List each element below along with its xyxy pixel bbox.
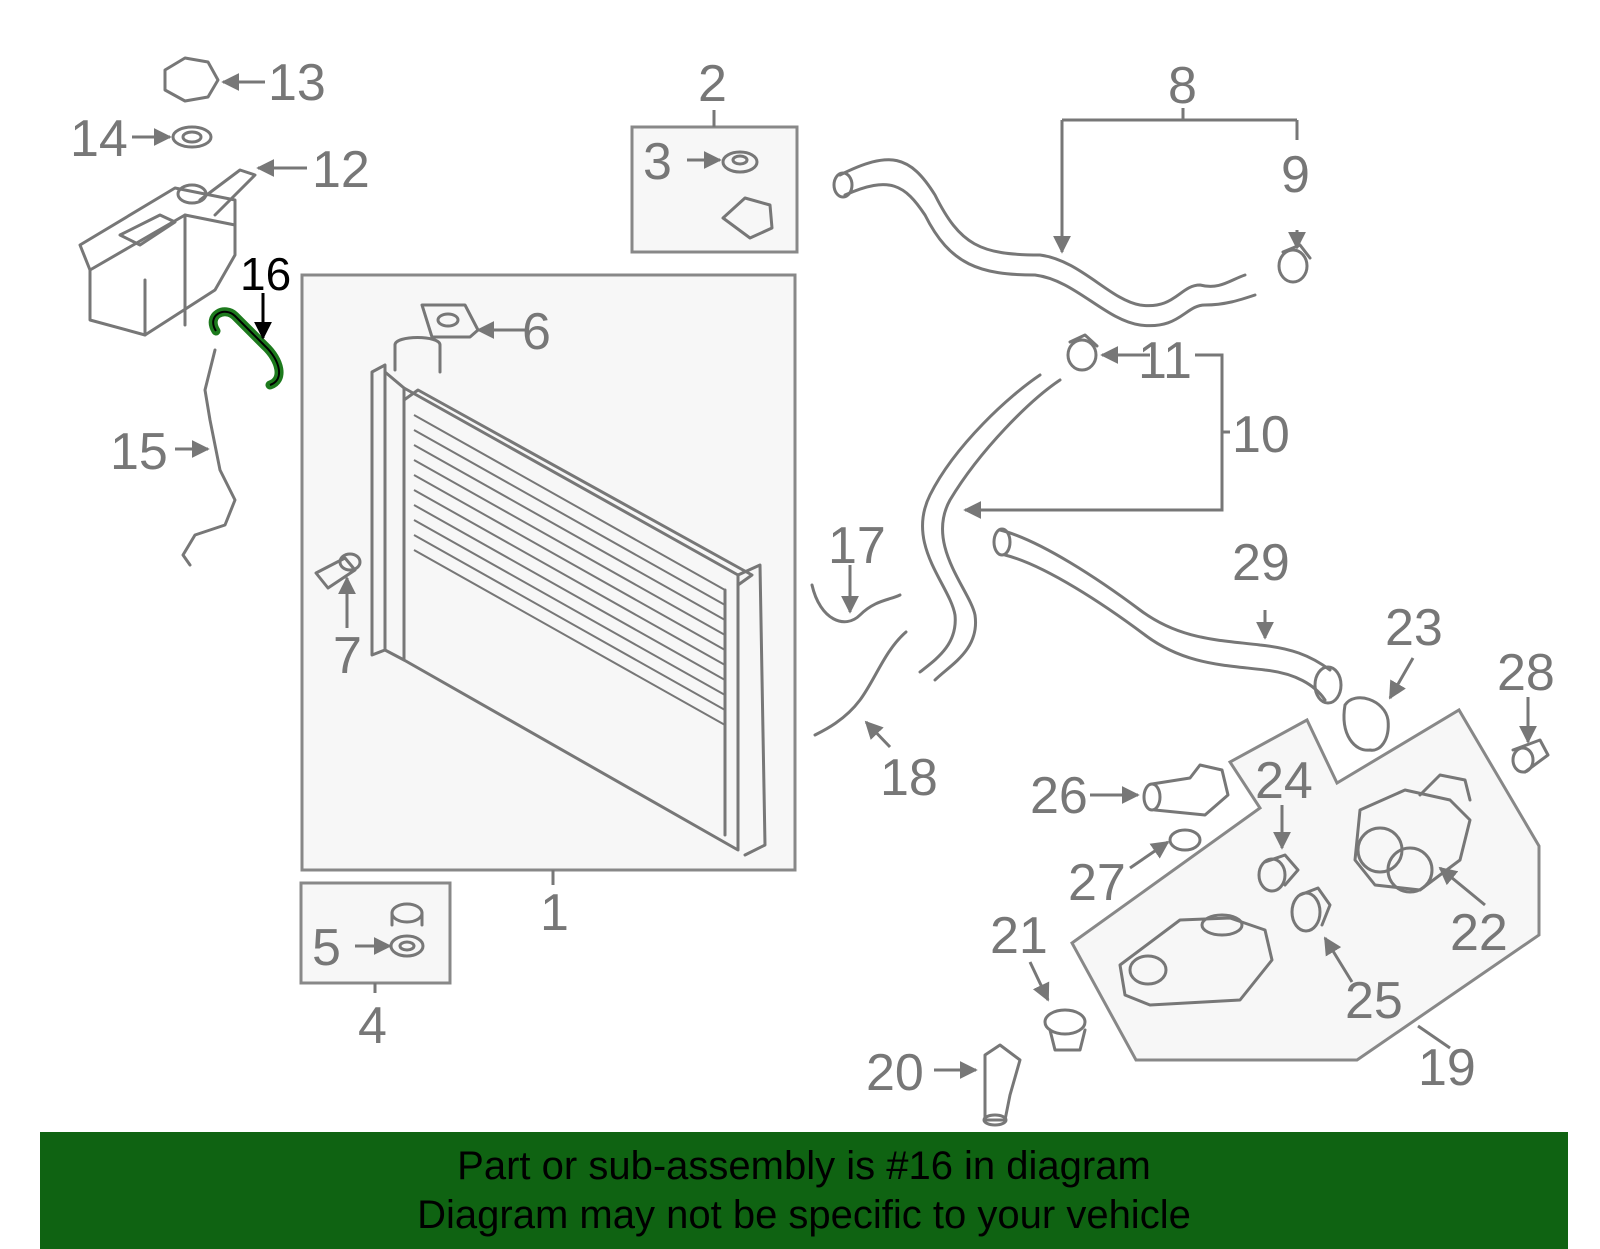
thermostat-housing-box-19 <box>1070 707 1541 1062</box>
label-16: 16 <box>240 248 291 300</box>
radiator <box>370 336 767 857</box>
lower-hose-10 <box>933 378 1062 682</box>
label-11: 11 <box>1138 332 1192 390</box>
seal-25 <box>1290 886 1332 933</box>
thermostat-21 <box>1043 1008 1087 1052</box>
bracket-box-2 <box>630 125 799 254</box>
gasket-23 <box>1342 696 1390 752</box>
hose-clamp-11 <box>1066 333 1099 372</box>
bushing-3 <box>721 150 759 174</box>
water-inlet-20 <box>982 1043 1022 1127</box>
heater-hose-18 <box>813 630 908 737</box>
water-pipe-29 <box>998 528 1332 672</box>
label-10: 10 <box>1232 406 1290 464</box>
label-12: 12 <box>312 141 370 199</box>
label-24: 24 <box>1255 752 1313 810</box>
label-6: 6 <box>522 303 551 361</box>
label-14: 14 <box>70 110 128 168</box>
label-23: 23 <box>1385 599 1443 657</box>
label-20: 20 <box>866 1044 924 1102</box>
label-27: 27 <box>1068 854 1126 912</box>
label-4: 4 <box>358 997 387 1055</box>
cap-washer <box>171 125 213 149</box>
temperature-sensor-28 <box>1511 738 1550 774</box>
upper-bracket <box>721 196 774 240</box>
label-18: 18 <box>880 749 938 807</box>
info-banner: Part or sub-assembly is #16 in diagram D… <box>40 1132 1568 1249</box>
label-8: 8 <box>1168 57 1197 115</box>
overflow-hose-16 <box>208 307 284 390</box>
label-2: 2 <box>698 55 727 113</box>
label-25: 25 <box>1345 972 1403 1030</box>
label-1: 1 <box>540 884 569 942</box>
water-outlet-26 <box>1142 763 1230 817</box>
coolant-reservoir <box>78 168 257 337</box>
gasket-6 <box>420 303 480 339</box>
leader-lines <box>132 73 1537 1079</box>
reservoir-cap <box>163 56 220 103</box>
drain-plug-7 <box>314 552 362 590</box>
upper-hose-8 <box>838 158 1247 308</box>
hose-clamp-9 <box>1277 243 1312 284</box>
thermostat-housing-22 <box>1353 773 1472 894</box>
reservoir-hose-15 <box>181 348 237 567</box>
label-3: 3 <box>643 133 672 191</box>
label-17: 17 <box>828 517 886 575</box>
label-7: 7 <box>333 627 362 685</box>
bypass-hose-17 <box>810 583 902 624</box>
mount-box-4 <box>299 881 452 985</box>
label-9: 9 <box>1281 146 1310 204</box>
label-5: 5 <box>312 919 341 977</box>
label-28: 28 <box>1497 644 1555 702</box>
thermostat-housing-assembly <box>1118 913 1274 1007</box>
radiator-box <box>300 273 797 872</box>
label-19: 19 <box>1418 1039 1476 1097</box>
label-15: 15 <box>110 423 168 481</box>
label-29: 29 <box>1232 534 1290 592</box>
seal-24 <box>1257 853 1300 893</box>
banner-line-2: Diagram may not be specific to your vehi… <box>417 1193 1191 1237</box>
label-21: 21 <box>990 907 1048 965</box>
banner-line-1: Part or sub-assembly is #16 in diagram <box>457 1144 1151 1188</box>
label-13: 13 <box>268 54 326 112</box>
o-ring-27 <box>1168 828 1202 852</box>
label-26: 26 <box>1030 767 1088 825</box>
label-22: 22 <box>1450 904 1508 962</box>
